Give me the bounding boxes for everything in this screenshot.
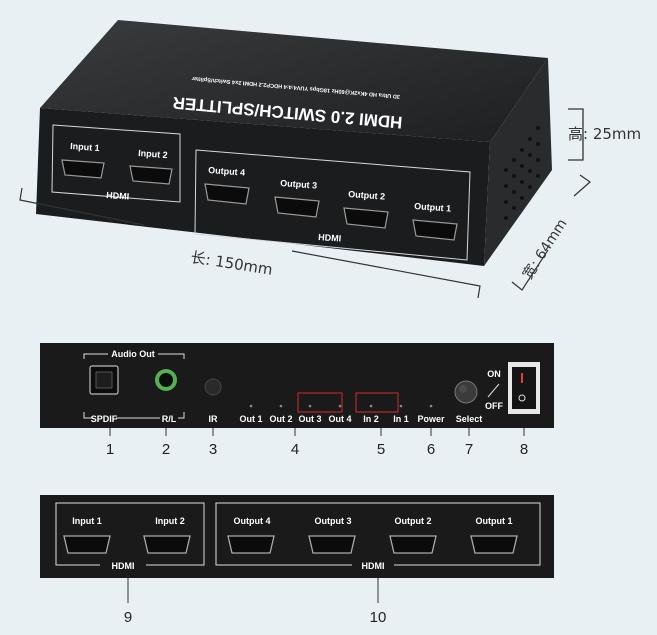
front-input-1-port <box>61 159 105 179</box>
callout-9: 9 <box>124 609 132 626</box>
ir-sensor <box>204 378 222 396</box>
front-panel: Audio Out SPDIF R/L IR Out 1 Out 2 Out 3… <box>40 343 554 458</box>
dimension-height: 高: 25mm <box>568 125 641 143</box>
rear-input-2-port <box>143 535 191 554</box>
rl-label: R/L <box>162 414 177 424</box>
rear-output-1-label: Output 1 <box>476 516 513 526</box>
rear-output-hdmi-label: HDMI <box>362 561 385 571</box>
callout-6: 6 <box>427 441 435 458</box>
out1-label: Out 1 <box>239 414 262 424</box>
rear-input-1-label: Input 1 <box>72 516 102 526</box>
callout-8: 8 <box>520 441 528 458</box>
dimension-height-line <box>568 108 584 161</box>
dimension-length-line <box>19 187 481 299</box>
front-output-3-port <box>274 196 320 218</box>
front-input-1-label: Input 1 <box>70 141 100 153</box>
front-output-4-port <box>204 183 250 205</box>
callout-4: 4 <box>291 441 299 458</box>
side-vents <box>504 126 540 220</box>
power-label: Power <box>417 414 445 424</box>
front-output-hdmi-label: HDMI <box>318 232 342 244</box>
dimension-width: 宽: 64mm <box>519 216 570 283</box>
device-top-face <box>40 20 548 142</box>
rear-panel-callout-lines <box>127 578 379 603</box>
highlight-in2-in1 <box>355 392 399 413</box>
rear-input-hdmi-label: HDMI <box>112 561 135 571</box>
status-leds <box>249 404 433 408</box>
select-button <box>454 380 478 404</box>
callout-7: 7 <box>465 441 473 458</box>
device-3d-illustration: HDMI 2.0 SWITCH/SPLITTER 3D Ultra HD 4Kx… <box>19 20 641 299</box>
callout-3: 3 <box>209 441 217 458</box>
callout-10: 10 <box>370 609 387 626</box>
dimension-width-line <box>511 174 591 291</box>
front-input-2-port <box>129 165 173 185</box>
out3-label: Out 3 <box>298 414 321 424</box>
audio-jack-port <box>155 369 177 391</box>
rear-input-2-label: Input 2 <box>155 516 185 526</box>
rear-output-2-port <box>389 535 437 554</box>
out4-label: Out 4 <box>328 414 351 424</box>
rear-input-group-outline <box>55 502 205 566</box>
front-output-1-label: Output 1 <box>414 201 452 214</box>
callout-2: 2 <box>162 441 170 458</box>
callout-5: 5 <box>377 441 385 458</box>
rear-output-2-label: Output 2 <box>395 516 432 526</box>
rear-output-1-port <box>470 535 518 554</box>
front-output-4-label: Output 4 <box>208 165 246 178</box>
rear-panel: Input 1 Input 2 HDMI Output 4 Output 3 O… <box>40 495 554 626</box>
front-output-2-label: Output 2 <box>348 189 386 202</box>
front-panel-callout-lines <box>109 428 525 436</box>
spdif-label: SPDIF <box>91 414 118 424</box>
out2-label: Out 2 <box>269 414 292 424</box>
front-input-group-outline <box>51 124 181 203</box>
device-side-face <box>484 58 552 266</box>
rear-output-4-label: Output 4 <box>234 516 271 526</box>
rear-output-3-port <box>308 535 356 554</box>
on-label: ON <box>487 369 501 379</box>
dimension-length: 长: 150mm <box>189 248 273 279</box>
rear-output-group-outline <box>215 502 541 566</box>
audio-out-label: Audio Out <box>111 349 155 359</box>
front-input-hdmi-label: HDMI <box>106 190 130 202</box>
select-label: Select <box>456 414 483 424</box>
in2-label: In 2 <box>363 414 379 424</box>
highlight-out3-out4 <box>297 392 343 413</box>
callout-1: 1 <box>106 441 114 458</box>
front-output-2-port <box>343 207 389 229</box>
audio-out-bracket <box>83 353 185 419</box>
power-rocker-switch <box>508 362 540 414</box>
rear-input-1-port <box>63 535 111 554</box>
in1-label: In 1 <box>393 414 409 424</box>
front-output-group-outline <box>194 149 471 261</box>
spdif-optical-port <box>89 365 119 395</box>
front-output-1-port <box>412 219 458 241</box>
front-output-3-label: Output 3 <box>280 178 318 191</box>
front-input-2-label: Input 2 <box>138 148 168 160</box>
rear-output-3-label: Output 3 <box>315 516 352 526</box>
ir-label: IR <box>209 414 219 424</box>
rear-panel-body <box>40 495 554 578</box>
off-label: OFF <box>485 401 503 411</box>
rear-output-4-port <box>227 535 275 554</box>
on-off-slash <box>487 383 500 398</box>
